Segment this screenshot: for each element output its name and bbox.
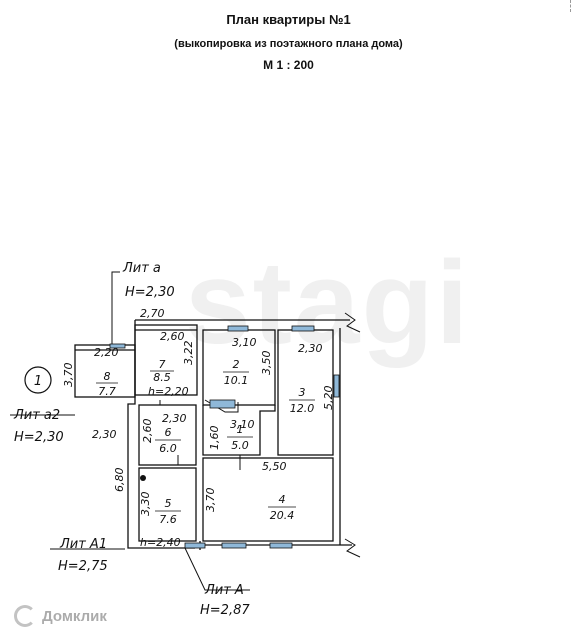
dim-room7-height: 3,22 <box>182 341 195 366</box>
dim-room8-width-top: 2,20 <box>94 346 119 359</box>
dim-room3-height: 5,20 <box>322 386 335 411</box>
domclick-icon <box>14 605 36 627</box>
liter-a1-name: Лит А1 <box>59 537 107 552</box>
room-3-area: 12.0 <box>290 402 315 415</box>
liter-a2-height: Н=2,30 <box>14 430 64 445</box>
dim-room3-width: 2,30 <box>298 342 323 355</box>
section-marker <box>24 366 52 394</box>
plan-title: План квартиры №1 <box>226 12 351 27</box>
room-3-number: 3 <box>299 386 306 399</box>
room-5-number: 5 <box>165 497 172 510</box>
dim-room5-height: 3,30 <box>139 492 152 517</box>
room-8-area: 7.7 <box>98 385 116 398</box>
wall-room-6 <box>138 404 197 466</box>
dim-room6-width: 2,30 <box>162 412 187 425</box>
dim-room1-width: 3,10 <box>230 418 255 431</box>
room-5-area: 7.6 <box>159 513 177 526</box>
dim-room8-width-bottom: 2,30 <box>92 428 117 441</box>
window-top-1 <box>227 325 249 332</box>
window-porch <box>109 343 126 349</box>
wall-room-5 <box>138 467 197 542</box>
room-1-area: 5.0 <box>231 439 249 452</box>
liter-a-name: Лит а <box>122 261 161 276</box>
dim-left-total: 6,80 <box>113 468 126 493</box>
plan-subtitle: (выкопировка из поэтажного плана дома) <box>174 38 403 50</box>
room-7-number: 7 <box>159 358 166 371</box>
liter-a1-height: Н=2,75 <box>58 559 108 574</box>
room-7-area: 8.5 <box>153 371 171 384</box>
wall-room-1 <box>202 405 276 456</box>
plan-scale: М 1 : 200 <box>263 58 314 72</box>
domclick-logo: Домклик <box>14 605 107 627</box>
room-4-area: 20.4 <box>270 509 295 522</box>
wall-room-8 <box>74 344 136 398</box>
room-1-number: 1 <box>237 423 244 436</box>
domclick-text: Домклик <box>42 607 107 625</box>
dim-room8-height: 3,70 <box>62 363 75 388</box>
chimney-icon <box>140 475 146 481</box>
room-6-area: 6.0 <box>159 442 177 455</box>
dim-room4-height: 3,70 <box>204 488 217 513</box>
dim-room4-width: 5,50 <box>262 460 287 473</box>
room-2-number: 2 <box>233 358 240 371</box>
room-2-area: 10.1 <box>224 374 249 387</box>
wall-room-4 <box>202 457 334 542</box>
liter-a-height: Н=2,30 <box>125 285 175 300</box>
page-edge-mark <box>570 0 577 12</box>
room-6-number: 6 <box>165 426 172 439</box>
section-marker-label: 1 <box>34 374 42 389</box>
liter-a2-name: Лит а2 <box>13 408 60 423</box>
window-bottom-1 <box>184 542 206 549</box>
dim-room6-height: 2,60 <box>141 419 154 444</box>
stair-fixture <box>209 399 236 409</box>
room-4-number: 4 <box>279 493 286 506</box>
window-top-2 <box>291 325 315 332</box>
dim-room2-width: 3,10 <box>232 336 257 349</box>
watermark: stagi <box>185 237 471 369</box>
dim-room2-height: 3,50 <box>260 351 273 376</box>
window-right <box>333 374 340 398</box>
dim-h-2-40: h=2,40 <box>140 536 181 549</box>
room-8-number: 8 <box>104 370 111 383</box>
window-bottom-3 <box>269 542 293 549</box>
dim-room7-width: 2,60 <box>160 330 185 343</box>
liter-main-height: Н=2,87 <box>200 603 250 618</box>
dim-h-2-20: h=2,20 <box>148 385 189 398</box>
dim-2-70: 2,70 <box>140 307 165 320</box>
window-bottom-2 <box>221 542 247 549</box>
dim-room1-height: 1,60 <box>208 426 221 451</box>
liter-main-name: Лит А <box>204 583 244 598</box>
